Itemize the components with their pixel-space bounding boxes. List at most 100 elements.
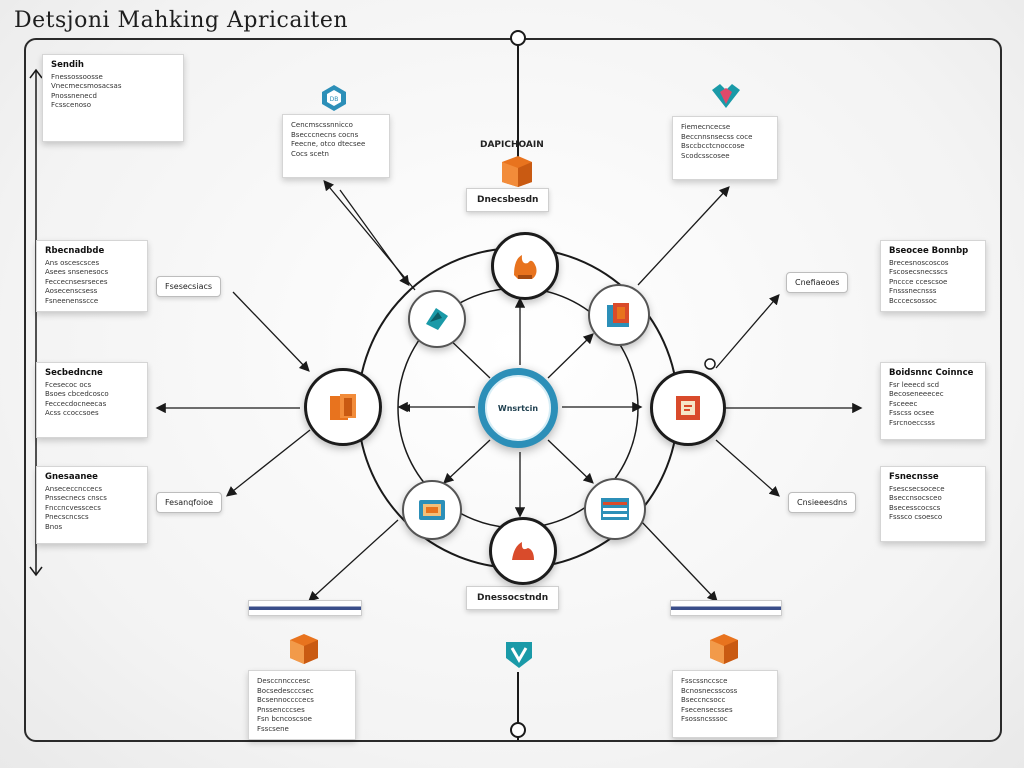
fire-icon xyxy=(514,255,537,279)
node-left[interactable] xyxy=(304,368,382,446)
page-title: Detsjoni Mahking Apricaiten xyxy=(14,8,349,33)
document-icon xyxy=(676,396,700,420)
card-line: Cencmscssnnicco xyxy=(291,121,353,129)
shield-icon xyxy=(506,642,532,668)
card-bottom-left: Desccnncccesc Bocsedescccsec Bcsennocccc… xyxy=(248,670,356,740)
card-line: Fsceeec xyxy=(889,399,918,408)
card-right-3: Fsnecnsse Fsescsecsocece Bseccnsocsceo B… xyxy=(880,466,986,542)
card-line: Fscosecsnecsscs xyxy=(889,268,948,276)
node-lower-left[interactable] xyxy=(402,480,462,540)
card-line: Fiemecncecse xyxy=(681,123,731,131)
card-left-2: Secbedncne Fcesecoc ocs Bsoes cbcedcosco… xyxy=(36,362,148,438)
node-bottom[interactable] xyxy=(489,517,557,585)
card-title: Secbedncne xyxy=(45,368,103,378)
card-line: Fsr leeecd scd xyxy=(889,380,940,389)
card-line: Fsscsene xyxy=(257,724,289,733)
card-top-left: Cencmscssnnicco Bsecccnecns cocns Feecne… xyxy=(282,114,390,178)
card-line: Fcesecoc ocs xyxy=(45,380,92,389)
leaf-icon xyxy=(426,308,448,330)
bottom-terminal-icon xyxy=(510,722,526,738)
node-upper-left[interactable] xyxy=(408,290,466,348)
card-line: Cocs scetn xyxy=(291,149,329,158)
card-bottom-right: Fsscssnccsce Bcnosnecsscoss Bseccncsocc … xyxy=(672,670,778,738)
card-left-1: Rbecnadbde Ans oscescsces Asees snseneso… xyxy=(36,240,148,312)
card-line: Feecne, otco dtecsee xyxy=(291,140,366,148)
card-line: Ansececcnccecs xyxy=(45,484,102,493)
card-line: Pnssencccses xyxy=(257,705,305,714)
card-line: Vnecmecsmosacsas xyxy=(51,82,122,90)
card-line: Bsecccnecns cocns xyxy=(291,130,359,139)
tag-left-1: Fsesecsiacs xyxy=(156,276,222,297)
card-line: Aosecenscsess xyxy=(45,287,98,295)
tag-left-2: Fesanqfoioe xyxy=(156,492,223,513)
card-line: Pnccce ccescsoe xyxy=(889,277,948,286)
box-icon xyxy=(502,156,532,187)
card-line: Fsescsecsocece xyxy=(889,484,945,493)
svg-text:DB: DB xyxy=(330,96,339,103)
card-line: Fsrcnoeccsss xyxy=(889,418,935,427)
card-line: Bcnosnecsscoss xyxy=(681,686,738,695)
card-line: Ans oscescsces xyxy=(45,258,100,267)
card-top-right: Fiemecncecse Beccnnsnsecss coce Bsccbcct… xyxy=(672,116,778,180)
card-right-1: Bseocee Bonnbp Brecesnoscoscos Fscosecsn… xyxy=(880,240,986,312)
card-line: Beccnnsnsecss coce xyxy=(681,132,753,141)
flame-icon xyxy=(512,542,534,560)
card-line: Bsccbcctcnoccose xyxy=(681,142,745,150)
node-lower-right[interactable] xyxy=(584,478,646,540)
bottom-right-bar xyxy=(670,600,782,616)
card-far-top-left: Sendih Fnessossoosse Vnecmecsmosacsas Pn… xyxy=(42,54,184,142)
card-line: Bseccnsocsceo xyxy=(889,494,942,502)
monitor-icon xyxy=(419,500,445,520)
card-line: Desccnncccesc xyxy=(257,677,311,685)
top-box-title: DAPICHOAIN xyxy=(480,140,544,150)
card-title: Sendih xyxy=(51,60,84,70)
card-line: Bseccncsocc xyxy=(681,696,726,704)
card-line: Fsossncsssoc xyxy=(681,715,728,723)
card-line: Feccecdocneecas xyxy=(45,399,107,408)
bottom-left-bar xyxy=(248,600,362,616)
card-line: Bocsedescccsec xyxy=(257,686,314,695)
card-line: Pnecscncscs xyxy=(45,513,89,521)
card-title: Fsnecnsse xyxy=(889,472,939,482)
card-line: Fcsscenoso xyxy=(51,101,91,109)
card-line: Acss ccoccsoes xyxy=(45,409,99,417)
card-line: Fsn bcncoscsoe xyxy=(257,715,312,723)
tag-icon: DB xyxy=(322,85,346,111)
card-line: Scodcsscosee xyxy=(681,151,730,160)
cube-icon xyxy=(290,634,318,664)
card-line: Bsecesscocscs xyxy=(889,503,941,512)
card-line: Bnos xyxy=(45,522,63,531)
card-right-2: Boidsnnc Coinnce Fsr leeecd scd Becosene… xyxy=(880,362,986,440)
card-title: Boidsnnc Coinnce xyxy=(889,368,974,378)
folder-icon xyxy=(607,303,629,327)
card-line: Feccecnsesrseces xyxy=(45,277,108,286)
server-icon xyxy=(601,498,629,520)
card-line: Fsecensecsses xyxy=(681,705,733,714)
card-line: Fsssco csoesco xyxy=(889,513,943,521)
central-hub[interactable]: Wnsrtcin xyxy=(478,368,558,448)
gem-icon xyxy=(712,84,740,108)
card-line: Becoseneeecec xyxy=(889,390,944,398)
card-line: Pnossnenecd xyxy=(51,91,97,100)
card-line: Fnessossoosse xyxy=(51,72,103,81)
card-line: Fnsssnecnsss xyxy=(889,287,937,295)
card-line: Fsneenensscce xyxy=(45,296,99,305)
package-icon xyxy=(330,394,356,420)
card-title: Rbecnadbde xyxy=(45,246,105,256)
node-upper-right[interactable] xyxy=(588,284,650,346)
card-line: Bcccecsossoc xyxy=(889,296,937,305)
node-top[interactable] xyxy=(491,232,559,300)
top-box-label: Dnecsbesdn xyxy=(466,188,550,212)
tag-right-1: Cnefiaeoes xyxy=(786,272,849,293)
cube-icon xyxy=(710,634,738,664)
card-line: Bsoes cbcedcosco xyxy=(45,390,109,398)
card-line: Fsscss ocsee xyxy=(889,409,935,417)
card-line: Brecesnoscoscos xyxy=(889,258,949,267)
node-right[interactable] xyxy=(650,370,726,446)
tag-right-2: Cnsieeesdns xyxy=(788,492,857,513)
card-line: Fsscssnccsce xyxy=(681,677,728,685)
bottom-box-label: Dnessocstndn xyxy=(466,586,560,610)
card-title: Gnesaanee xyxy=(45,472,98,482)
card-left-3: Gnesaanee Ansececcnccecs Pnssecnecs cnsc… xyxy=(36,466,148,544)
card-line: Bcsennoccccecs xyxy=(257,696,314,704)
